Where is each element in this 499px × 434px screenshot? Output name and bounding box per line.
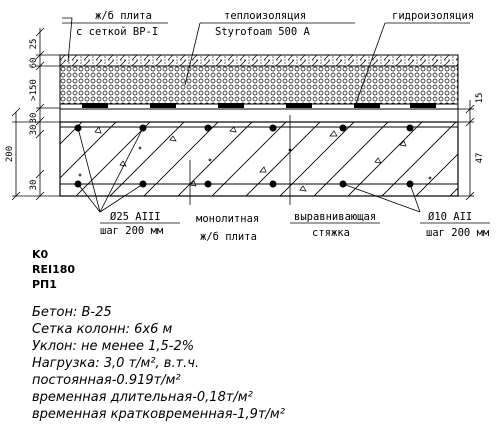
leader-rebar-right: [409, 183, 421, 213]
label-rebar-right-1: Ø10 AII: [428, 211, 472, 223]
label-rebar-left-1: Ø25 AIII: [110, 211, 161, 223]
dim-47: 47: [475, 153, 485, 164]
label-monolithic-1: монолитная: [196, 213, 259, 225]
label-screed-1: выравнивающая: [294, 211, 376, 223]
label-monolithic-2: ж/б плита: [200, 231, 257, 243]
label-waterproofing: гидроизоляция: [392, 10, 474, 22]
dim-60: 60: [29, 58, 39, 69]
aggregate-mark: [94, 126, 102, 134]
dim-30b: 30: [29, 125, 39, 136]
note-concrete: Бетон: В-25: [32, 305, 112, 320]
aggregate-mark: [399, 140, 407, 147]
rebar-dot: [74, 124, 82, 132]
note-permanent: постоянная-0.919т/м²: [32, 373, 181, 388]
label-rebar-left-2: шаг 200 мм: [100, 225, 164, 237]
leader-rebar-left: [77, 127, 101, 213]
leader-rebar-left: [99, 183, 144, 213]
rebar-dot: [204, 124, 212, 132]
rebar-dot: [204, 180, 212, 188]
dim-tick: [35, 27, 45, 37]
dim-15: 15: [475, 93, 485, 104]
dim-30a: 30: [29, 113, 39, 124]
aggregate-dot: [428, 176, 432, 180]
aggregate-mark: [374, 157, 382, 164]
aggregate-mark: [299, 185, 307, 192]
label-slab-mesh-1: ж/б плита: [95, 10, 152, 22]
aggregate-mark: [169, 135, 177, 142]
label-screed-2: стяжка: [312, 227, 350, 239]
note-load: Нагрузка: 3,0 т/м², в.т.ч.: [32, 356, 199, 371]
dim-25: 25: [29, 39, 39, 50]
dim-30c: 30: [29, 180, 39, 191]
top-slab-layer: [59, 54, 459, 67]
left-dimension-chain: [11, 27, 60, 201]
note-short-term: временная кратковременная-1,9т/м²: [32, 407, 285, 422]
aggregate-dot: [78, 173, 82, 177]
classification-rei: REI180: [32, 263, 75, 276]
top-rebar-dots: [74, 124, 414, 132]
screed-layer: [59, 108, 459, 123]
label-insulation-2: Styrofoam 500 A: [215, 26, 311, 38]
leader-rebar-right: [342, 183, 421, 213]
leader-rebar-left: [99, 127, 144, 213]
classification-rp: РП1: [32, 278, 57, 291]
dim-200: 200: [5, 146, 15, 162]
leader-insulation: [184, 22, 201, 86]
right-dimension-chain: [458, 100, 475, 201]
leader-slab-mesh: [62, 17, 73, 63]
leader-waterproofing: [354, 22, 386, 107]
rebar-dot: [406, 124, 414, 132]
note-column-grid: Сетка колонн: 6х6 м: [32, 322, 173, 337]
bottom-leaders: [77, 115, 490, 224]
waterproofing-bar: [410, 103, 436, 108]
dim-150: >150: [29, 79, 39, 101]
aggregate-dot: [208, 158, 212, 162]
waterproofing-layer: [59, 103, 459, 110]
monolithic-slab-layer: [59, 121, 459, 197]
waterproofing-bar: [354, 103, 380, 108]
rebar-dot: [269, 180, 277, 188]
dim-tick: [35, 129, 45, 139]
aggregate-mark: [229, 126, 237, 133]
top-leaders: [62, 17, 470, 107]
label-insulation-1: теплоизоляция: [224, 10, 306, 22]
leader-rebar-left: [77, 183, 101, 213]
note-slope: Уклон: не менее 1,5-2%: [32, 339, 194, 354]
dim-tick: [35, 116, 45, 126]
waterproofing-strip: [59, 103, 459, 110]
rebar-dot: [269, 124, 277, 132]
aggregate-mark: [329, 130, 338, 137]
label-rebar-right-2: шаг 200 мм: [426, 227, 490, 239]
rebar-dot: [339, 124, 347, 132]
waterproofing-bar: [286, 103, 312, 108]
label-slab-mesh-2: с сеткой ВР-I: [76, 26, 158, 38]
aggregate-mark: [259, 166, 267, 173]
waterproofing-bar: [150, 103, 176, 108]
dim-tick: [11, 107, 21, 117]
dim-tick: [35, 169, 45, 179]
waterproofing-bar: [82, 103, 108, 108]
aggregate-dot: [138, 146, 142, 150]
insulation-layer: [59, 65, 459, 105]
note-long-term: временная длительная-0,18т/м²: [32, 390, 253, 405]
waterproofing-bar: [218, 103, 244, 108]
classification-k0: K0: [32, 248, 49, 261]
